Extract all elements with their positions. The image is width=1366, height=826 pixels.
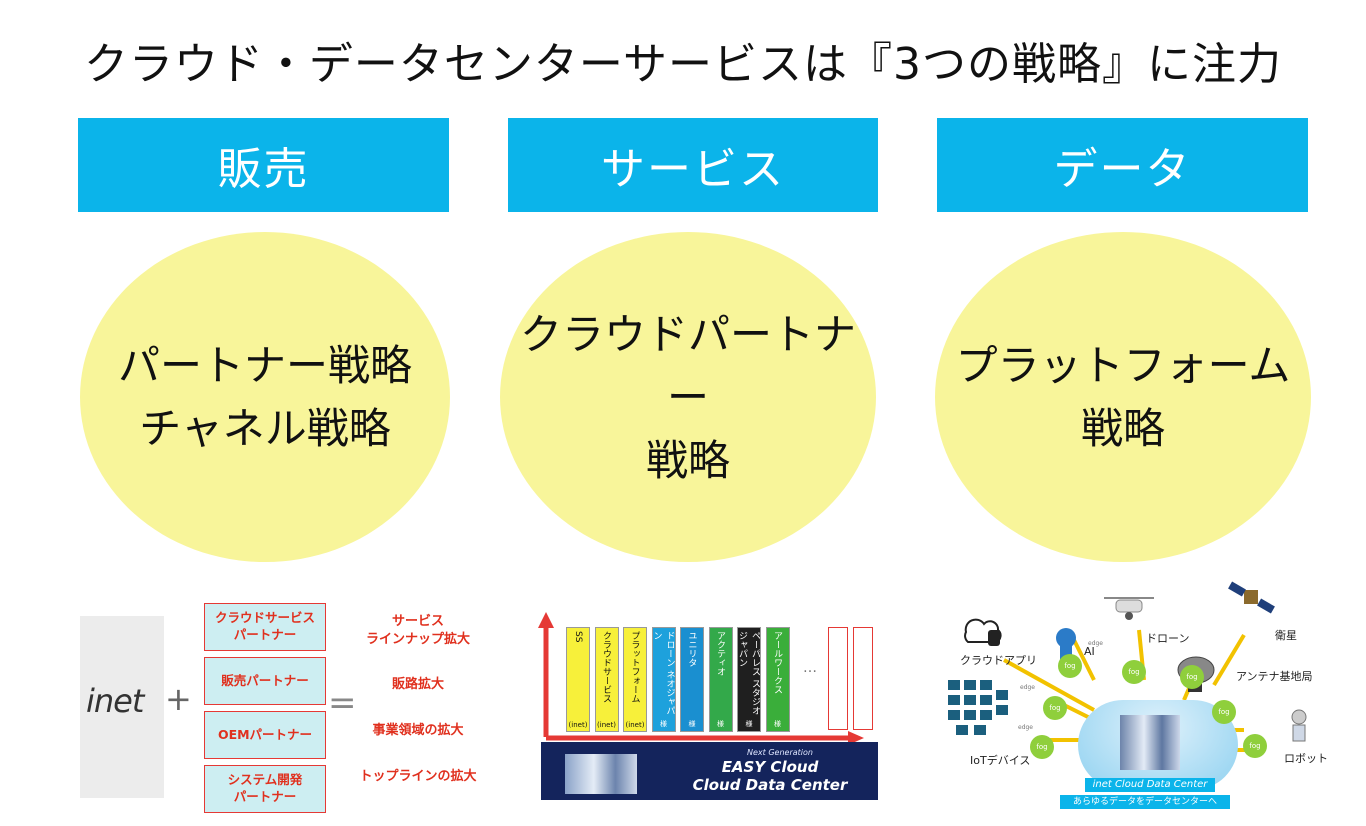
banner-line-2: Cloud Data Center [692, 776, 848, 794]
circle-line: 戦略 [1080, 404, 1165, 453]
fog-node: fog [1243, 734, 1267, 758]
pillar-header-service: サービス [508, 118, 878, 212]
label-cloud-app: クラウドアプリ [960, 654, 1037, 667]
circle-line: チャネル戦略 [139, 404, 391, 453]
strategy-circle-data: プラットフォーム 戦略 [935, 232, 1311, 562]
service-column-sub: (inet) [625, 721, 645, 729]
circle-line: 戦略 [645, 435, 730, 485]
edge-label: edge [1088, 640, 1103, 647]
service-column-label: SS [573, 631, 583, 643]
datacenter-name-bar: inet Cloud Data Center [1085, 778, 1215, 792]
circle-line: プラットフォーム [955, 341, 1291, 390]
fog-node: fog [1180, 665, 1204, 689]
partner-box-cloud-service: クラウドサービス パートナー [204, 603, 326, 651]
edge-label: edge [1018, 724, 1033, 731]
banner-line-1: EASY Cloud [721, 758, 819, 776]
service-column-sub: 様 [745, 720, 753, 728]
service-column-label: プラットフォーム [629, 631, 640, 703]
service-column-sub: (inet) [568, 721, 588, 729]
label-satellite: 衛星 [1275, 629, 1297, 642]
service-column-sub: 様 [774, 720, 781, 728]
cloud-app-icon [964, 618, 1002, 646]
label-drone: ドローン [1146, 632, 1190, 645]
service-column: ドローン ネオジャパン様 [651, 627, 676, 732]
datacenter-building-image [1120, 715, 1180, 770]
strategy-circle-sales: パートナー戦略 チャネル戦略 [80, 232, 450, 562]
result-label-lineup: サービス ラインナップ拡大 [365, 614, 470, 647]
service-column: プラットフォーム (inet) [623, 627, 647, 732]
partner-box-oem: OEMパートナー [204, 711, 326, 759]
future-slot-box [828, 627, 848, 730]
banner-title: EASY Cloud Cloud Data Center [660, 758, 880, 794]
service-column: ユニリタ様 [680, 627, 704, 732]
ellipsis: … [803, 660, 817, 676]
service-column-sub: 様 [717, 720, 724, 728]
result-label-topline: トップラインの拡大 [359, 769, 477, 784]
label-iot-devices: IoTデバイス [970, 754, 1031, 767]
result-label-channel: 販路拡大 [391, 677, 444, 692]
edge-label: edge [1020, 684, 1035, 691]
result-label-business: 事業領域の拡大 [372, 723, 464, 738]
datacenter-tagline-bar: あらゆるデータをデータセンターへ [1060, 795, 1230, 809]
fog-node: fog [1043, 696, 1067, 720]
service-column-label: クラウドサービス [601, 631, 611, 703]
label-antenna: アンテナ基地局 [1236, 670, 1313, 683]
fog-node: fog [1212, 700, 1236, 724]
growth-arrow-head-up [538, 612, 554, 628]
growth-arrow-head-right [848, 731, 864, 742]
fog-node: fog [1122, 660, 1146, 684]
service-column-sub: 様 [660, 720, 667, 728]
partner-box-system-dev: システム開発 パートナー [204, 765, 326, 813]
future-slot-box [853, 627, 873, 730]
fog-node: fog [1030, 735, 1054, 759]
plus-sign: + [165, 680, 192, 718]
partner-box-sales: 販売パートナー [204, 657, 326, 705]
page-title: クラウド・データセンターサービスは『3つの戦略』に注力 [83, 39, 1283, 90]
label-ai: AI [1084, 645, 1095, 658]
service-column: アールワークス様 [765, 627, 790, 732]
service-column-label: ドローン ネオジャパン [651, 631, 675, 715]
service-column-label: ペーパレス スタジオジャパン [737, 631, 760, 715]
service-column: SS (inet) [566, 627, 590, 732]
circle-line: クラウドパートナー [519, 309, 856, 422]
circle-line: パートナー戦略 [117, 341, 412, 390]
service-column: アクティオ様 [708, 627, 733, 732]
service-column-label: ユニリタ [686, 631, 697, 667]
service-column-sub: 様 [688, 720, 696, 728]
satellite-icon [1228, 581, 1275, 614]
label-robot: ロボット [1284, 752, 1328, 765]
service-arrows [538, 612, 864, 742]
banner-small-text: Next Generation [747, 748, 813, 757]
service-column-label: アールワークス [772, 631, 782, 694]
iot-devices-icon [948, 680, 1008, 735]
service-column: クラウドサービス (inet) [594, 627, 619, 732]
service-column-sub: (inet) [597, 721, 616, 729]
drone-icon [1104, 597, 1154, 620]
service-column: ペーパレス スタジオジャパン様 [737, 627, 761, 732]
fog-node: fog [1058, 654, 1082, 678]
pillar-header-sales: 販売 [78, 118, 449, 212]
robot-icon [1291, 709, 1307, 742]
inet-logo-panel [80, 616, 164, 798]
strategy-circle-service: クラウドパートナー 戦略 [500, 232, 876, 562]
service-column-label: アクティオ [715, 631, 725, 676]
inet-logo: inet [86, 682, 144, 720]
pillar-header-data: データ [937, 118, 1308, 212]
equals-sign: = [328, 683, 357, 723]
datacenter-building-image [565, 754, 637, 794]
